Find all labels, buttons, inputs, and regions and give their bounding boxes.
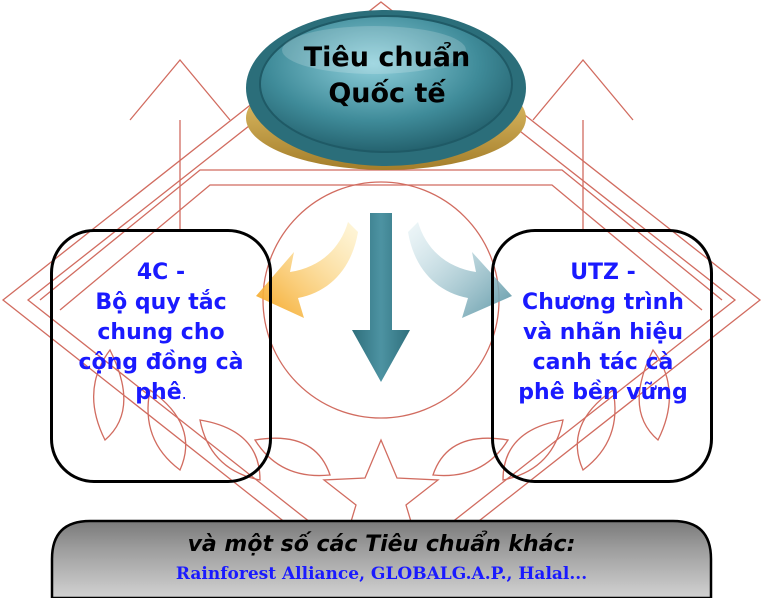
bottom-bar-subtitle: Rainforest Alliance, GLOBALG.A.P., Halal…	[175, 564, 588, 584]
box-utz-text: UTZ - Chương trình và nhãn hiệu canh tác…	[497, 258, 709, 408]
box-4c-trailing: .	[181, 384, 187, 403]
box-utz-line5: phê bền vững	[518, 380, 688, 405]
top-node-title: Tiêu chuẩn Quốc tế	[292, 40, 482, 112]
box-4c-line4: cộng đồng cà	[78, 350, 244, 375]
box-4c-line5: phê	[135, 380, 182, 405]
top-node-line2: Quốc tế	[328, 78, 446, 109]
right-curved-arrow	[408, 222, 512, 318]
box-4c-line3: chung cho	[97, 320, 225, 345]
box-utz-line1: UTZ -	[570, 260, 636, 285]
box-4c-line2: Bộ quy tắc	[95, 290, 227, 315]
top-node-ellipse	[246, 10, 526, 170]
box-4c	[50, 229, 272, 483]
bottom-bar	[50, 519, 713, 598]
down-arrow	[352, 213, 410, 382]
box-utz-line2: Chương trình	[522, 290, 684, 315]
box-4c-line5-wrap: phê.	[55, 378, 267, 409]
box-utz-line4: canh tác cà	[532, 350, 674, 375]
left-curved-arrow	[256, 222, 358, 318]
bottom-bar-title: và một số các Tiêu chuẩn khác:	[187, 532, 576, 557]
box-utz	[491, 229, 713, 483]
box-4c-line1: 4C -	[136, 260, 186, 285]
box-4c-text: 4C - Bộ quy tắc chung cho cộng đồng cà p…	[55, 258, 267, 409]
top-node-line1: Tiêu chuẩn	[303, 42, 471, 73]
box-utz-line3: và nhãn hiệu	[522, 320, 684, 345]
